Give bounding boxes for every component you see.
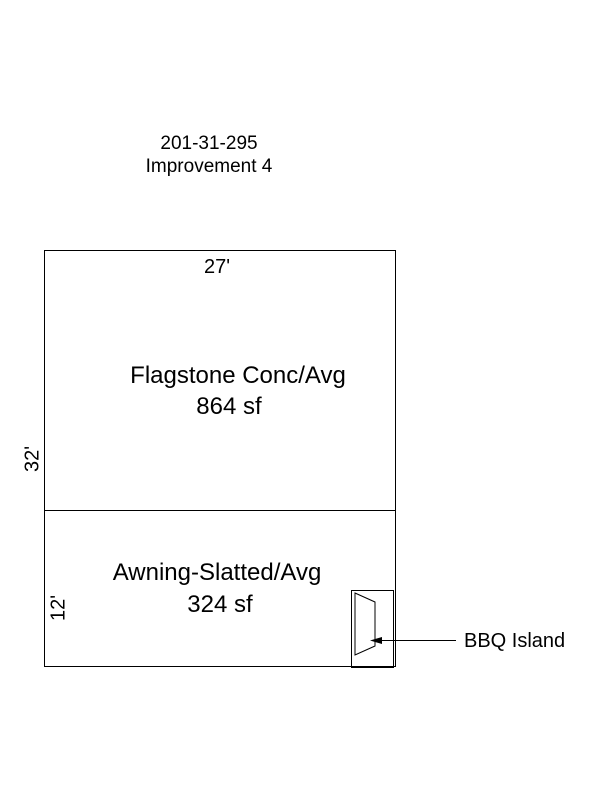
bbq-island-box xyxy=(351,590,394,668)
flagstone-outline xyxy=(44,250,396,667)
parcel-id: 201-31-295 xyxy=(160,133,258,154)
bbq-island-label: BBQ Island xyxy=(464,630,566,652)
awning-area-size: 324 sf xyxy=(187,591,253,618)
left-height-dimension: 32' xyxy=(21,445,44,473)
awning-depth-dimension: 12' xyxy=(47,594,70,622)
flagstone-area-name: Flagstone Conc/Avg xyxy=(130,362,346,389)
callout-arrowhead xyxy=(370,637,382,644)
awning-area-name: Awning-Slatted/Avg xyxy=(112,559,322,586)
flagstone-area-size: 864 sf xyxy=(196,393,262,420)
width-dimension: 27' xyxy=(204,256,231,278)
improvement-label: Improvement 4 xyxy=(145,156,273,177)
bbq-island-shape xyxy=(354,592,376,656)
